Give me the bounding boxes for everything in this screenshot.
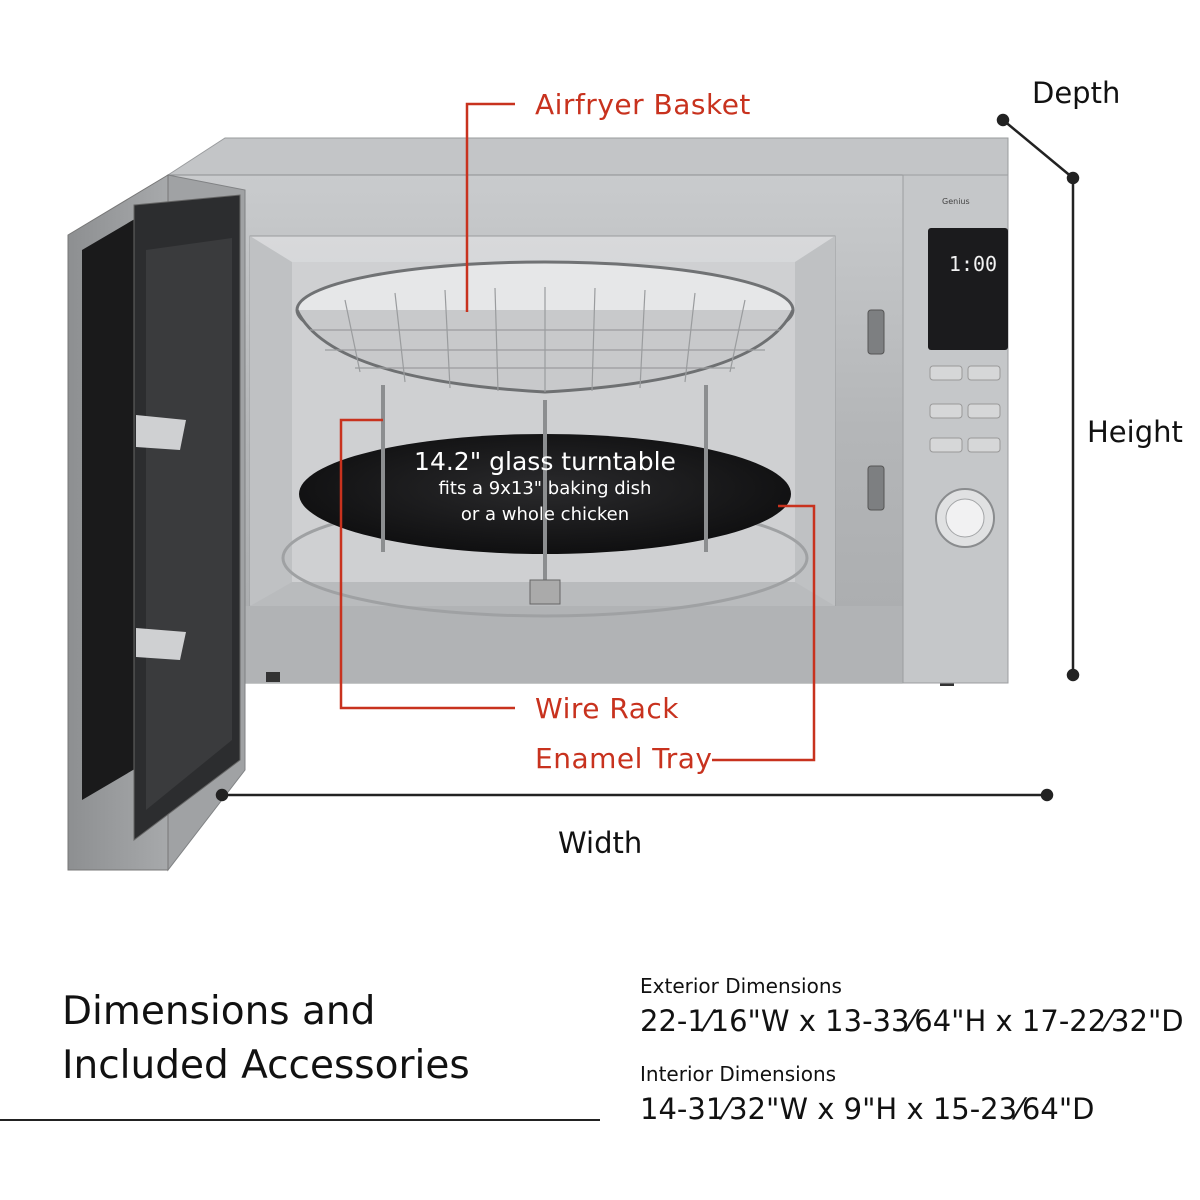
section-heading: Dimensions and Included Accessories bbox=[62, 985, 470, 1093]
turntable-line-1: 14.2" glass turntable bbox=[414, 447, 676, 476]
panel-display: 1:00 bbox=[948, 252, 998, 276]
control-panel bbox=[902, 174, 1009, 684]
interior-dimensions-title: Interior Dimensions bbox=[640, 1062, 837, 1086]
brand-mark: Genius bbox=[942, 197, 970, 206]
exterior-dimensions-value: 22-1⁄16"W x 13-33⁄64"H x 17-22⁄32"D bbox=[640, 1004, 1184, 1038]
panel-buttons bbox=[929, 365, 1001, 453]
microwave-body bbox=[166, 137, 1009, 686]
callout-airfryer-basket: Airfryer Basket bbox=[535, 88, 751, 121]
heading-line-2: Included Accessories bbox=[62, 1043, 470, 1088]
heading-line-1: Dimensions and bbox=[62, 989, 376, 1034]
turntable-line-3: or a whole chicken bbox=[460, 504, 630, 525]
exterior-dimensions-title: Exterior Dimensions bbox=[640, 974, 842, 998]
callout-enamel-tray: Enamel Tray bbox=[535, 742, 713, 775]
dimension-lines bbox=[215, 113, 1080, 802]
airfryer-basket bbox=[295, 260, 795, 394]
microwave-door bbox=[67, 174, 246, 872]
callout-leaders bbox=[339, 102, 816, 762]
width-label: Width bbox=[558, 826, 643, 860]
turntable-caption: 14.2" glass turntable fits a 9x13" bakin… bbox=[355, 447, 735, 528]
turntable-line-2: fits a 9x13" baking dish bbox=[438, 478, 652, 499]
wire-rack-legs bbox=[381, 385, 708, 605]
callout-wire-rack: Wire Rack bbox=[535, 692, 679, 725]
interior-dimensions-value: 14-31⁄32"W x 9"H x 15-23⁄64"D bbox=[640, 1092, 1095, 1126]
height-label: Height bbox=[1087, 415, 1183, 449]
depth-label: Depth bbox=[1032, 76, 1121, 110]
